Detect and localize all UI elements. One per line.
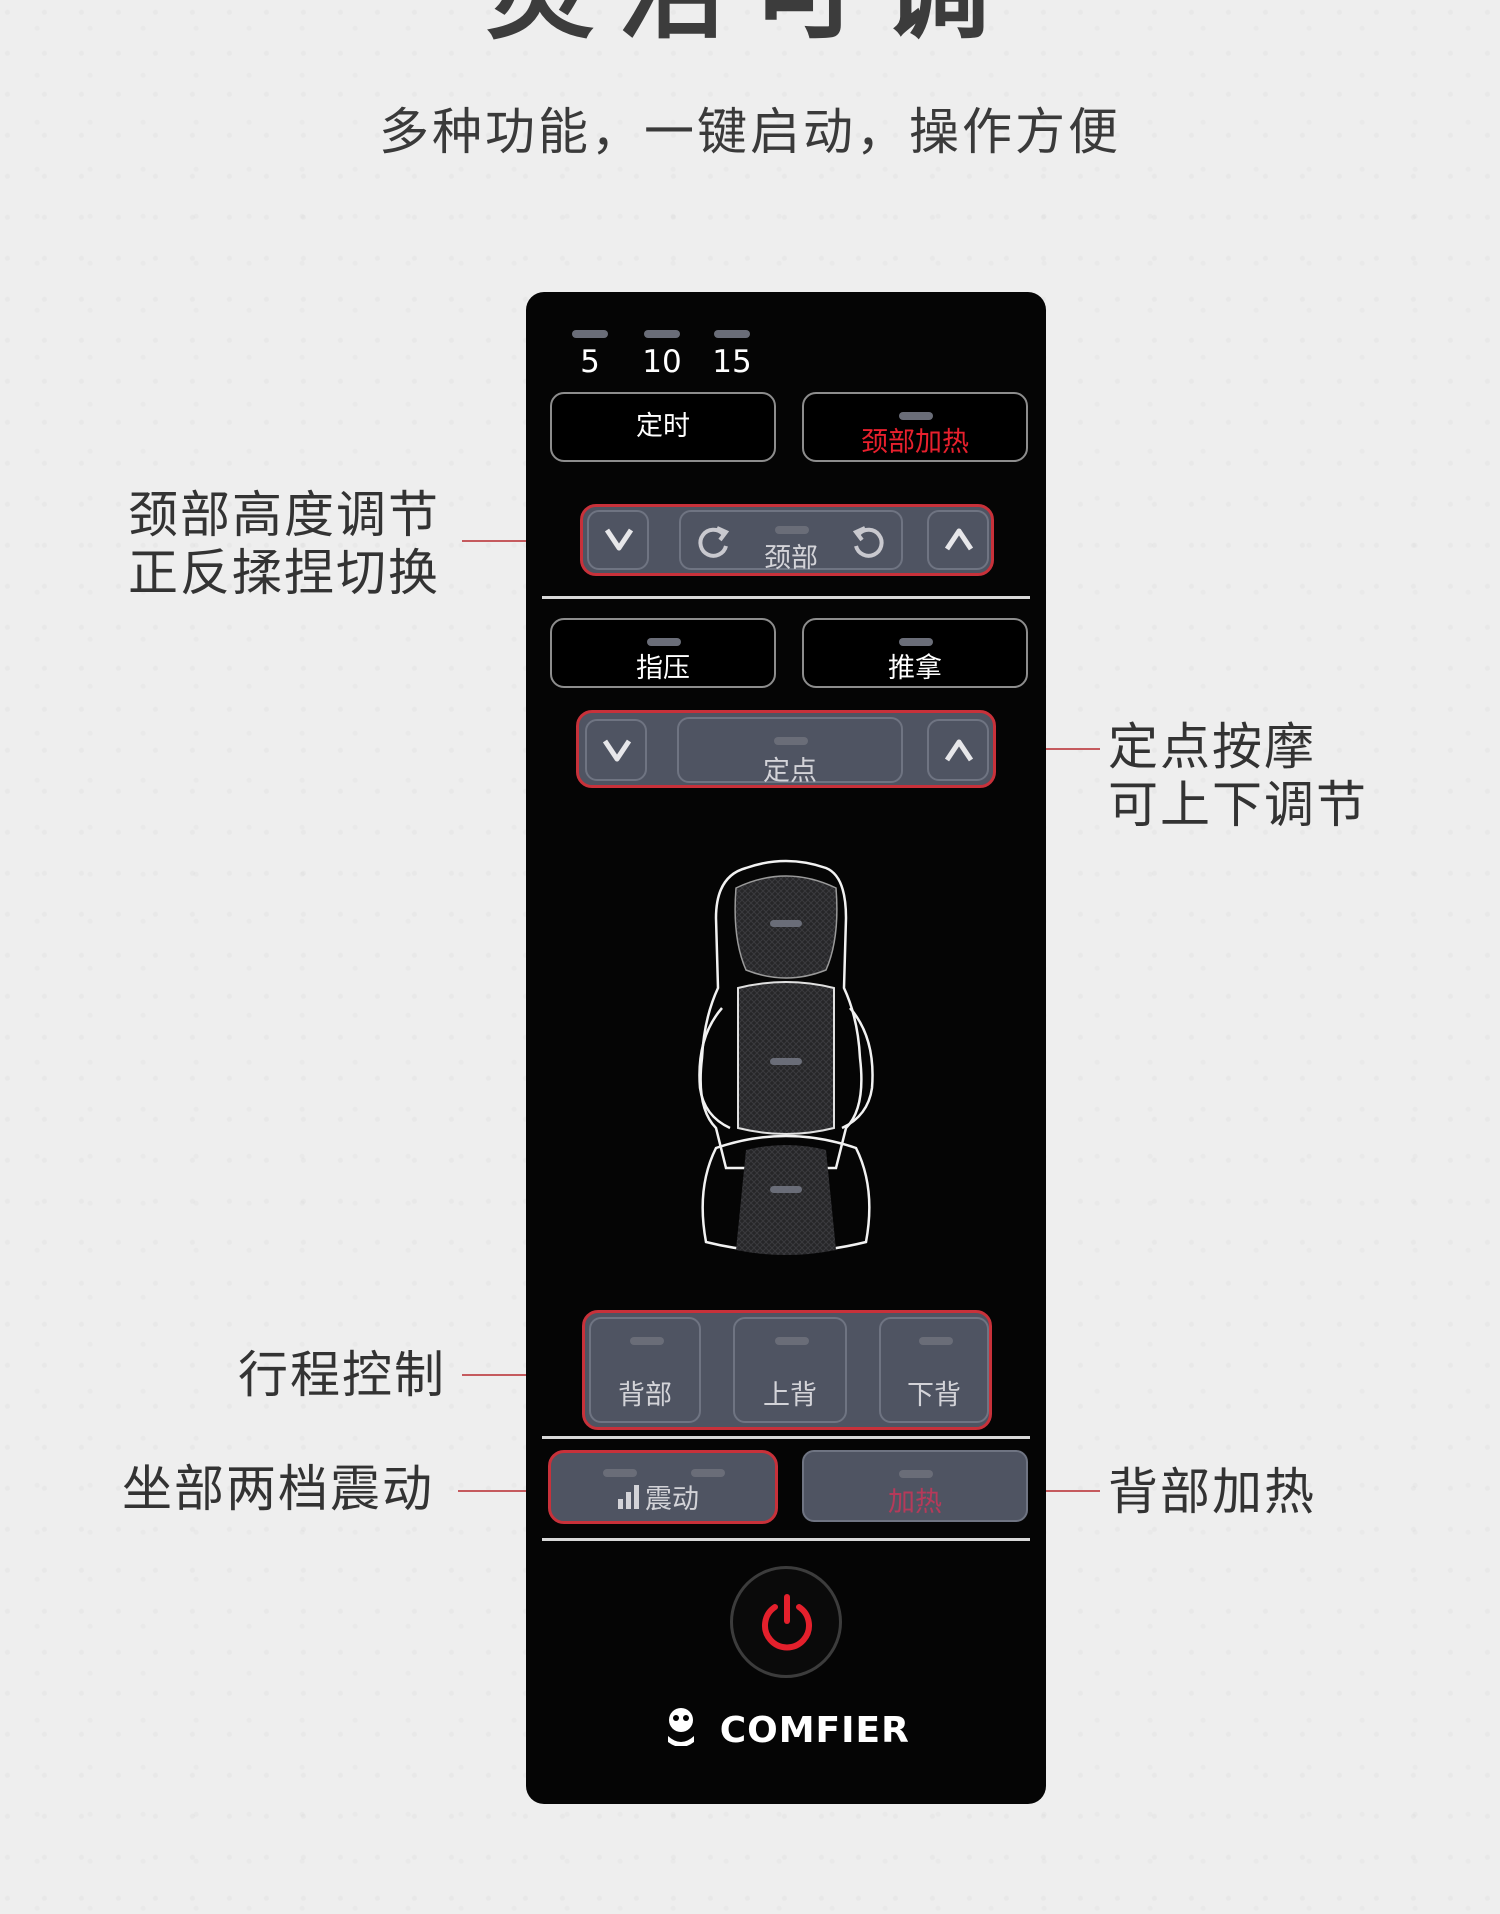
timer-button[interactable]: 定时 (550, 392, 776, 462)
neck-down-button[interactable] (587, 510, 649, 570)
neck-knead-indicator (775, 526, 809, 534)
timer-button-label: 定时 (636, 411, 690, 442)
spot-control-group: 定点 (576, 710, 996, 788)
chevron-down-icon (601, 521, 637, 564)
spot-label: 定点 (763, 756, 817, 787)
callout-stroke-connector (462, 1374, 584, 1376)
callout-neck-line2: 正反揉捏切换 (128, 544, 440, 602)
power-icon (759, 1593, 815, 1655)
neck-knead-button[interactable]: 颈部 (679, 510, 903, 574)
callout-neck: 颈部高度调节 正反揉捏切换 (128, 486, 440, 602)
zone-lower-indicator (919, 1337, 953, 1345)
brand-logo: COMFIER (526, 1706, 1046, 1755)
neck-control-group: 颈部 (580, 504, 994, 576)
chevron-up-icon (941, 522, 977, 565)
timer-value-10: 10 (642, 344, 682, 380)
back-heat-label: 加热 (888, 1487, 942, 1518)
zone-lower-button[interactable]: 下背 (879, 1317, 989, 1423)
neck-heat-button[interactable]: 颈部加热 (802, 392, 1028, 462)
remote-control: 5 10 15 定时 颈部加热 颈部 (526, 292, 1046, 1804)
seat-icon (676, 858, 896, 1262)
zone-upper-button[interactable]: 上背 (733, 1317, 847, 1423)
chevron-down-icon (599, 732, 635, 775)
callout-vibrate: 坐部两档震动 (122, 1460, 434, 1518)
callout-neck-connector (462, 540, 580, 542)
vibrate-indicator-1 (603, 1469, 637, 1477)
divider-middle (542, 1436, 1030, 1439)
signal-bars-icon (617, 1483, 641, 1513)
spot-button[interactable]: 定点 (677, 717, 903, 787)
vibrate-indicator-2 (691, 1469, 725, 1477)
zone-upper-label: 上背 (763, 1380, 817, 1411)
chevron-up-icon (941, 733, 977, 776)
divider-top (542, 596, 1030, 599)
push-massage-label: 推拿 (888, 653, 942, 684)
subtitle: 多种功能，一键启动，操作方便 (379, 103, 1121, 161)
timer-value-5: 5 (580, 344, 600, 380)
divider-bottom (542, 1538, 1030, 1541)
back-heat-indicator (899, 1470, 933, 1478)
zone-upper-indicator (775, 1337, 809, 1345)
timer-indicator-15 (714, 330, 750, 338)
brand-logo-icon (662, 1706, 700, 1755)
callout-neck-line1: 颈部高度调节 (128, 486, 440, 544)
power-button[interactable] (730, 1566, 842, 1678)
neck-label: 颈部 (764, 543, 818, 574)
timer-value-15: 15 (712, 344, 752, 380)
zone-control-group: 背部 上背 下背 (582, 1310, 992, 1430)
neck-heat-label: 颈部加热 (861, 427, 969, 458)
callout-spot-line2: 可上下调节 (1108, 776, 1368, 834)
callout-spot: 定点按摩 可上下调节 (1108, 718, 1368, 834)
shiatsu-button[interactable]: 指压 (550, 618, 776, 688)
callout-back-heat-connector (1024, 1490, 1100, 1492)
callout-spot-line1: 定点按摩 (1108, 718, 1316, 776)
neck-up-button[interactable] (927, 510, 989, 570)
brand-name: COMFIER (719, 1710, 910, 1751)
push-massage-button[interactable]: 推拿 (802, 618, 1028, 688)
shiatsu-indicator (647, 638, 681, 646)
rotate-cw-icon (849, 522, 889, 569)
push-massage-indicator (899, 638, 933, 646)
spot-indicator (774, 737, 808, 745)
vibrate-button[interactable]: 震动 (548, 1450, 778, 1524)
zone-back-label: 背部 (618, 1380, 672, 1411)
shiatsu-label: 指压 (636, 653, 690, 684)
zone-back-indicator (630, 1337, 664, 1345)
neck-heat-indicator (899, 412, 933, 420)
spot-up-button[interactable] (927, 719, 989, 781)
zone-lower-label: 下背 (907, 1380, 961, 1411)
timer-indicator-10 (644, 330, 680, 338)
callout-stroke: 行程控制 (238, 1346, 446, 1404)
vibrate-label: 震动 (645, 1484, 699, 1515)
callout-back-heat: 背部加热 (1108, 1463, 1316, 1521)
headline: 灵活可调 (0, 0, 1500, 46)
rotate-ccw-icon (693, 522, 733, 569)
zone-back-button[interactable]: 背部 (589, 1317, 701, 1423)
callout-spot-connector (994, 748, 1100, 750)
back-heat-button[interactable]: 加热 (802, 1450, 1028, 1522)
timer-indicator-5 (572, 330, 608, 338)
spot-down-button[interactable] (585, 719, 647, 781)
callout-vibrate-connector (458, 1490, 552, 1492)
